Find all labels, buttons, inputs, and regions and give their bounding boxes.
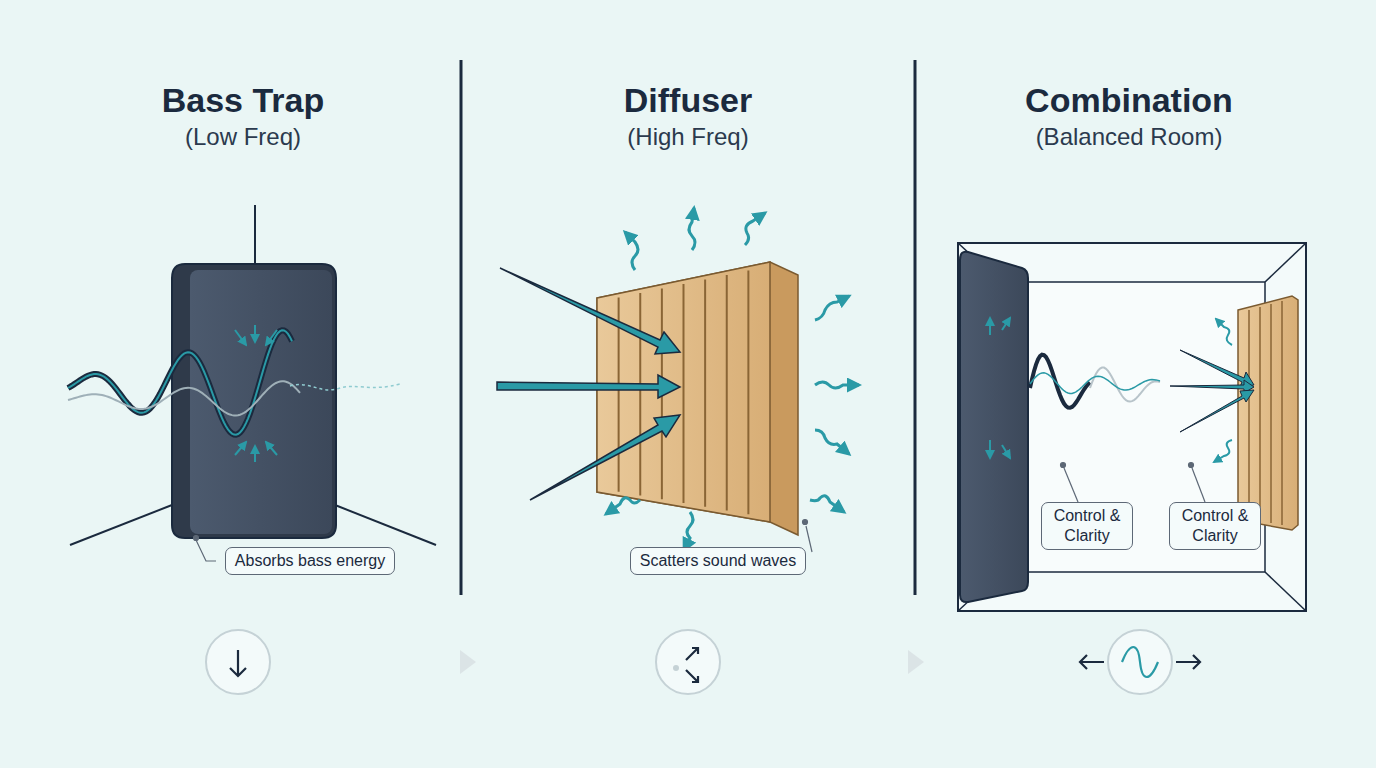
panel-subtitle: (Low Freq) bbox=[185, 123, 301, 151]
panel-subtitle: (Balanced Room) bbox=[1036, 123, 1223, 151]
panel-title: Bass Trap bbox=[162, 81, 325, 120]
panel-title: Diffuser bbox=[624, 81, 752, 120]
panel-subtitle: (High Freq) bbox=[627, 123, 748, 151]
callout-box: Control & Clarity bbox=[1169, 502, 1261, 550]
callout-text: Scatters sound waves bbox=[640, 551, 797, 571]
callout-box: Absorbs bass energy bbox=[225, 547, 395, 575]
callout-box: Scatters sound waves bbox=[630, 547, 807, 575]
callout-box: Control & Clarity bbox=[1041, 502, 1133, 550]
callout-text: Control & Clarity bbox=[1051, 506, 1123, 546]
callout-text: Absorbs bass energy bbox=[235, 551, 385, 571]
panel-title: Combination bbox=[1025, 81, 1233, 120]
callout-text: Control & Clarity bbox=[1179, 506, 1251, 546]
